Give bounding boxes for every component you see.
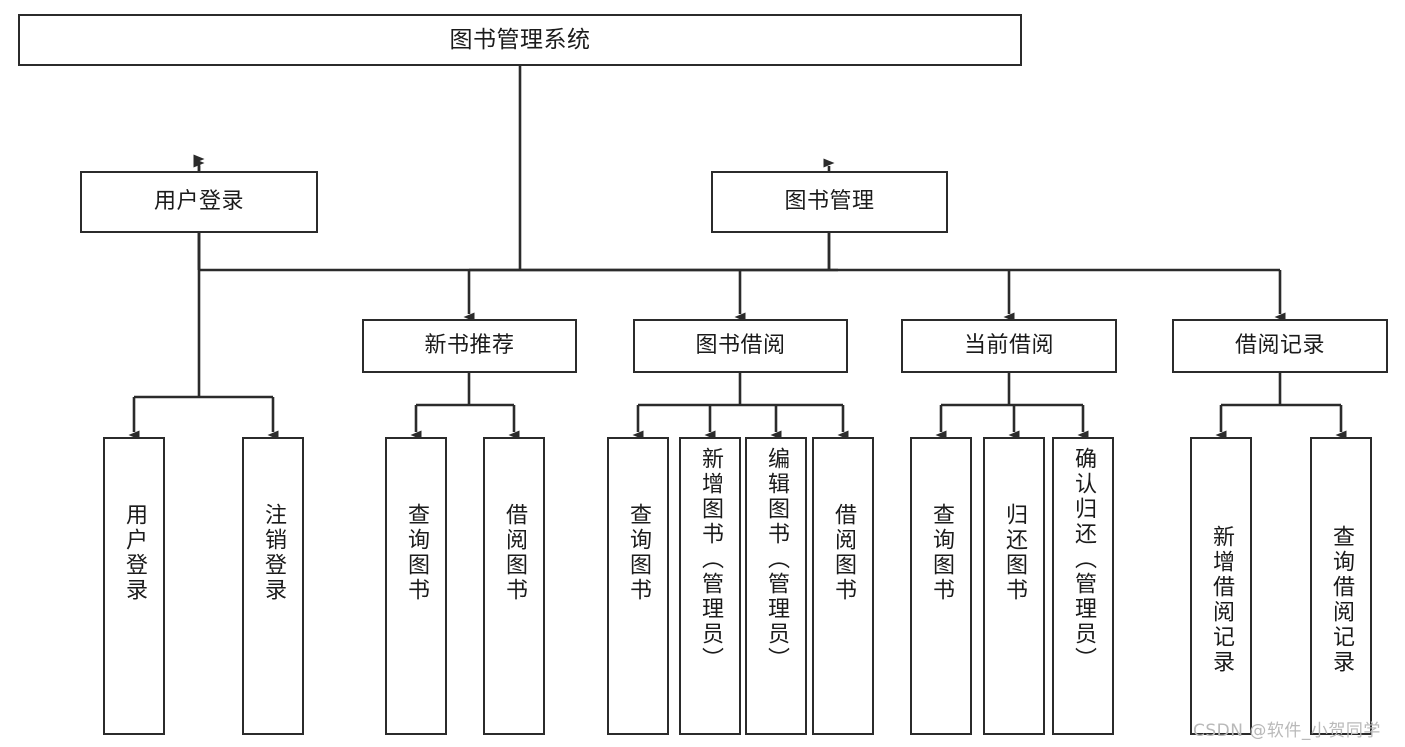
node-leaf-logout-label: 注销登录 [261, 503, 286, 603]
node-book-borrow[interactable]: 图书借阅 [633, 319, 848, 373]
node-new-book-recommend[interactable]: 新书推荐 [362, 319, 577, 373]
node-leaf-query-book-bb[interactable]: 查询图书 [607, 437, 669, 735]
node-leaf-add-book-admin-label: 新增图书（管理员） [698, 447, 723, 672]
node-leaf-borrow-book-nb[interactable]: 借阅图书 [483, 437, 545, 735]
node-book-management-label: 图书管理 [784, 189, 875, 215]
node-leaf-query-book-cb-label: 查询图书 [929, 503, 954, 603]
node-leaf-edit-book-admin-label: 编辑图书（管理员） [764, 447, 789, 672]
node-root-system-label: 图书管理系统 [449, 26, 591, 53]
node-leaf-edit-book-admin[interactable]: 编辑图书（管理员） [745, 437, 807, 735]
node-leaf-borrow-book-bb[interactable]: 借阅图书 [812, 437, 874, 735]
node-user-login-label: 用户登录 [153, 189, 244, 215]
node-leaf-user-login-label: 用户登录 [122, 503, 147, 603]
csdn-watermark: CSDN @软件_小贺同学 [1193, 721, 1381, 741]
node-current-borrow[interactable]: 当前借阅 [901, 319, 1117, 373]
node-leaf-borrow-book-nb-label: 借阅图书 [502, 503, 527, 603]
node-borrow-records-label: 借阅记录 [1234, 333, 1325, 359]
node-root-system[interactable]: 图书管理系统 [18, 14, 1022, 66]
node-current-borrow-label: 当前借阅 [963, 333, 1054, 359]
node-leaf-query-book-nb-label: 查询图书 [404, 503, 429, 603]
node-leaf-confirm-return-admin-label: 确认归还（管理员） [1071, 447, 1096, 672]
node-leaf-query-book-nb[interactable]: 查询图书 [385, 437, 447, 735]
node-borrow-records[interactable]: 借阅记录 [1172, 319, 1388, 373]
node-leaf-add-book-admin[interactable]: 新增图书（管理员） [679, 437, 741, 735]
node-leaf-user-login[interactable]: 用户登录 [103, 437, 165, 735]
node-leaf-borrow-book-bb-label: 借阅图书 [831, 503, 856, 603]
node-user-login[interactable]: 用户登录 [80, 171, 318, 233]
node-book-borrow-label: 图书借阅 [695, 333, 786, 359]
node-leaf-logout[interactable]: 注销登录 [242, 437, 304, 735]
node-leaf-query-borrow-record-label: 查询借阅记录 [1329, 525, 1354, 675]
node-leaf-add-borrow-record[interactable]: 新增借阅记录 [1190, 437, 1252, 735]
node-new-book-recommend-label: 新书推荐 [424, 333, 515, 359]
node-leaf-query-borrow-record[interactable]: 查询借阅记录 [1310, 437, 1372, 735]
node-leaf-query-book-bb-label: 查询图书 [626, 503, 651, 603]
node-leaf-return-book-label: 归还图书 [1002, 503, 1027, 603]
node-leaf-confirm-return-admin[interactable]: 确认归还（管理员） [1052, 437, 1114, 735]
node-leaf-add-borrow-record-label: 新增借阅记录 [1209, 525, 1234, 675]
node-book-management[interactable]: 图书管理 [711, 171, 948, 233]
node-leaf-query-book-cb[interactable]: 查询图书 [910, 437, 972, 735]
node-leaf-return-book[interactable]: 归还图书 [983, 437, 1045, 735]
